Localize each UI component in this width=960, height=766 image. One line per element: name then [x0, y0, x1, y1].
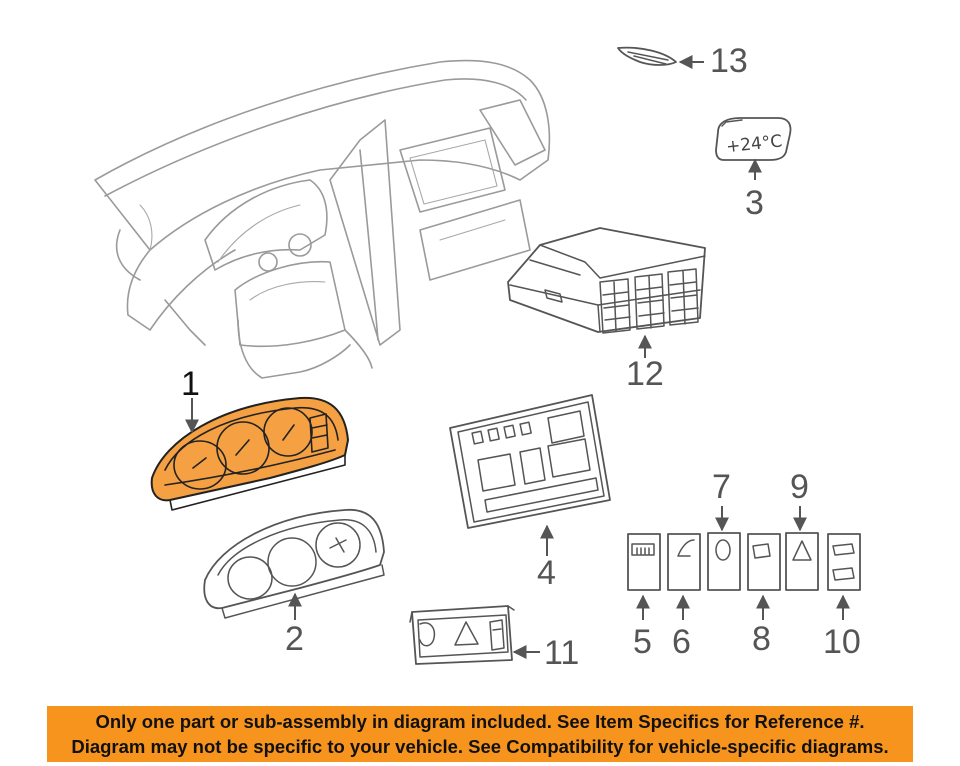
dashboard-illustration — [94, 59, 551, 379]
switch-part-7[interactable] — [707, 532, 741, 591]
callout-5: 5 — [633, 623, 652, 661]
switch-panel-part-4[interactable] — [449, 394, 611, 529]
trim-piece-part-13[interactable] — [617, 46, 677, 66]
callout-12: 12 — [626, 355, 664, 393]
callout-arrows — [185, 55, 850, 659]
switch-part-8[interactable] — [747, 533, 781, 591]
hazard-switch-assembly-part-11[interactable] — [409, 605, 515, 665]
callout-3: 3 — [745, 184, 764, 222]
instrument-cluster-highlighted[interactable] — [150, 396, 349, 511]
switch-part-6[interactable] — [667, 533, 701, 591]
temperature-display-part-3[interactable] — [715, 117, 792, 161]
callout-13: 13 — [710, 42, 748, 80]
callout-6: 6 — [672, 623, 691, 661]
parts-diagram: +24°C — [94, 42, 861, 672]
callout-11: 11 — [544, 634, 579, 672]
instrument-cluster-part-2[interactable] — [203, 509, 385, 619]
disclaimer-line-1: Only one part or sub-assembly in diagram… — [95, 711, 865, 732]
callout-7: 7 — [712, 468, 731, 506]
callout-9: 9 — [790, 468, 809, 506]
disclaimer-banner: Only one part or sub-assembly in diagram… — [47, 706, 913, 762]
switch-part-10[interactable] — [827, 533, 861, 591]
callout-8: 8 — [752, 620, 771, 658]
switch-part-9[interactable] — [785, 532, 819, 591]
disclaimer-line-2: Diagram may not be specific to your vehi… — [71, 736, 889, 757]
callout-10: 10 — [823, 623, 861, 661]
callout-4: 4 — [537, 554, 556, 592]
switch-part-5[interactable] — [627, 533, 661, 591]
control-unit-part-12[interactable] — [507, 227, 706, 334]
callout-2: 2 — [285, 620, 304, 658]
callout-1: 1 — [181, 365, 200, 403]
